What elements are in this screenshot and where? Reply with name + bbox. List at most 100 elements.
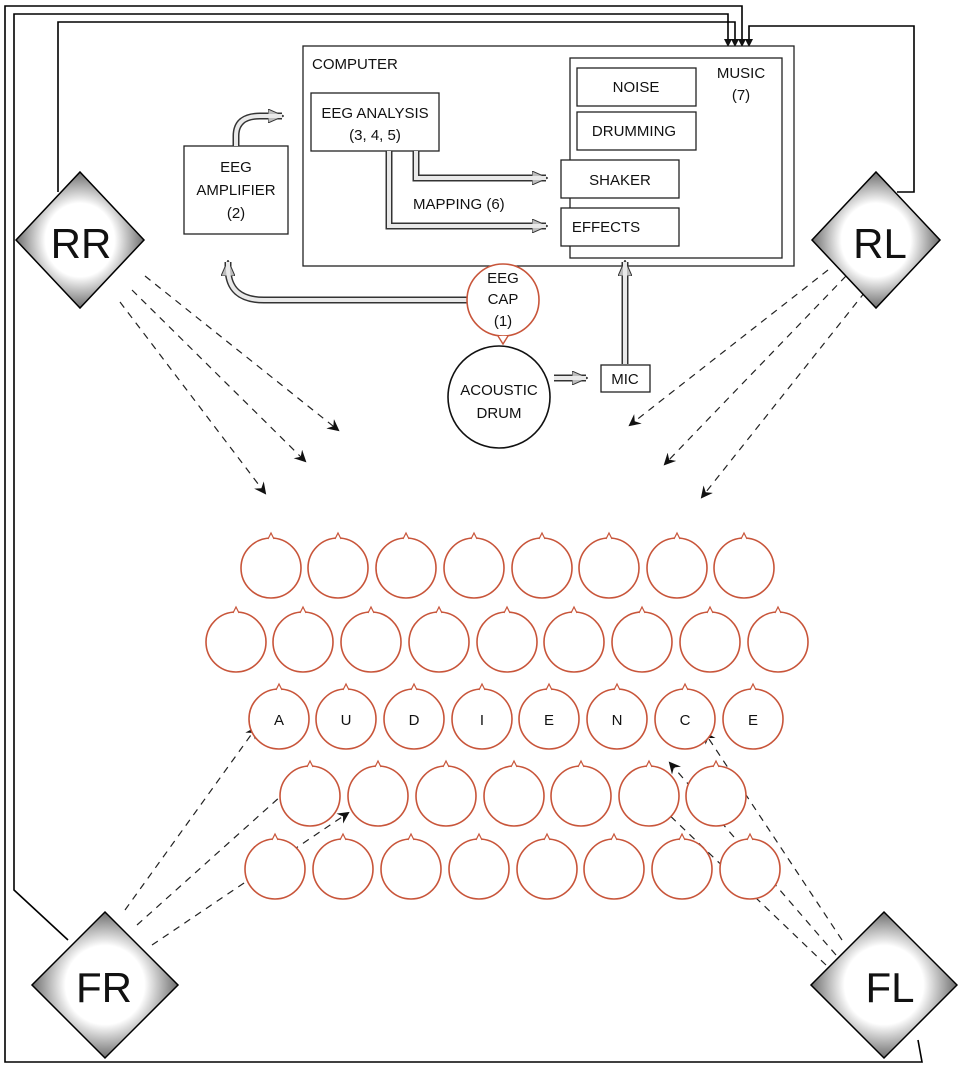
audience-head	[340, 611, 402, 673]
audience-head-nose	[645, 759, 653, 768]
shaker-box	[560, 159, 680, 199]
eeg-amplifier-label-2: AMPLIFIER	[196, 182, 275, 199]
speaker-fl: FL	[809, 910, 958, 1060]
audience-head-nose	[503, 605, 511, 614]
audience-head-nose	[470, 531, 478, 540]
audience-head	[516, 838, 578, 900]
audience-head-nose	[706, 605, 714, 614]
audience-head-nose	[271, 832, 279, 841]
eeg-amplifier-label-1: EEG	[220, 159, 252, 176]
eeg-cap-nose	[497, 335, 509, 346]
audience-head	[483, 765, 545, 827]
noise-box	[576, 67, 697, 107]
audience-head	[679, 611, 741, 673]
audience-head	[747, 611, 809, 673]
effects-label: EFFECTS	[572, 219, 640, 236]
audience-head-nose	[570, 605, 578, 614]
audience-head-nose	[510, 759, 518, 768]
audience-head	[205, 611, 267, 673]
speaker-fl-label: FL	[865, 964, 914, 1011]
audience-head-nose	[610, 832, 618, 841]
audience-head-nose	[339, 832, 347, 841]
music-label: MUSIC	[717, 65, 766, 82]
drumming-box	[576, 111, 697, 151]
audience-head-nose	[478, 682, 486, 691]
shaker-label: SHAKER	[589, 172, 651, 189]
audience-head	[543, 611, 605, 673]
speaker-rr: RR	[14, 170, 146, 310]
mic-label: MIC	[611, 371, 639, 388]
audience-letter: D	[409, 712, 420, 729]
audience-head-nose	[638, 605, 646, 614]
audience-letter: C	[680, 712, 691, 729]
audience-head	[415, 765, 477, 827]
eeg-cap-label-2: CAP	[488, 291, 519, 308]
audience-letter: I	[480, 712, 484, 729]
acoustic-drum-label-2: DRUM	[477, 405, 522, 422]
acoustic-drum	[447, 345, 551, 449]
audience-head	[583, 838, 645, 900]
audience-head-nose	[712, 759, 720, 768]
audience-head-nose	[577, 759, 585, 768]
audience-letter: U	[341, 712, 352, 729]
audience-letter: A	[274, 712, 284, 729]
audience-head-nose	[267, 531, 275, 540]
noise-label: NOISE	[613, 79, 660, 96]
audience-head-nose	[545, 682, 553, 691]
audience-head-nose	[749, 682, 757, 691]
audience-head-nose	[442, 759, 450, 768]
eeg-analysis-steps: (3, 4, 5)	[349, 127, 401, 144]
audience-head-nose	[774, 605, 782, 614]
audience-head-nose	[306, 759, 314, 768]
eeg-analysis-label: EEG ANALYSIS	[321, 105, 428, 122]
eeg-amplifier-step: (2)	[227, 205, 245, 222]
audience-letter: E	[748, 712, 758, 729]
audience-head-nose	[232, 605, 240, 614]
mic-box	[600, 364, 651, 393]
audience-head	[408, 611, 470, 673]
effects-box	[560, 207, 680, 247]
audience-head	[272, 611, 334, 673]
audience-head-nose	[374, 759, 382, 768]
eeg-analysis-box	[310, 92, 440, 152]
audience-head-nose	[681, 682, 689, 691]
audience-head-nose	[746, 832, 754, 841]
signal-pipes	[228, 116, 625, 378]
audience-head	[611, 611, 673, 673]
audience-head-nose	[673, 531, 681, 540]
eeg-cap-step: (1)	[494, 313, 512, 330]
speaker-rl: RL	[810, 170, 942, 310]
music-step: (7)	[732, 87, 750, 104]
audience-head	[578, 537, 640, 599]
audience-head	[646, 537, 708, 599]
speaker-rr-label: RR	[51, 220, 112, 267]
audience-head-nose	[543, 832, 551, 841]
audience-head-nose	[410, 682, 418, 691]
audience-head	[685, 765, 747, 827]
audience-letter: E	[544, 712, 554, 729]
audience-head-nose	[342, 682, 350, 691]
speaker-rl-label: RL	[853, 220, 907, 267]
audience-head	[651, 838, 713, 900]
audience-head	[550, 765, 612, 827]
speaker-fr-label: FR	[76, 964, 132, 1011]
audience-head	[719, 838, 781, 900]
audience-head	[448, 838, 510, 900]
computer-title: COMPUTER	[312, 56, 398, 73]
audience-head	[347, 765, 409, 827]
audience-head-nose	[299, 605, 307, 614]
audience-head	[476, 611, 538, 673]
audience-head	[279, 765, 341, 827]
audience-head	[511, 537, 573, 599]
audience-head-nose	[402, 531, 410, 540]
eeg-cap-label-1: EEG	[487, 270, 519, 287]
audience-head	[375, 537, 437, 599]
speaker-wiring	[4, 5, 923, 1063]
audience-head	[240, 537, 302, 599]
audience-head-nose	[334, 531, 342, 540]
audience-head-nose	[475, 832, 483, 841]
audience-head	[713, 537, 775, 599]
audience-head-nose	[613, 682, 621, 691]
audience-head-nose	[435, 605, 443, 614]
